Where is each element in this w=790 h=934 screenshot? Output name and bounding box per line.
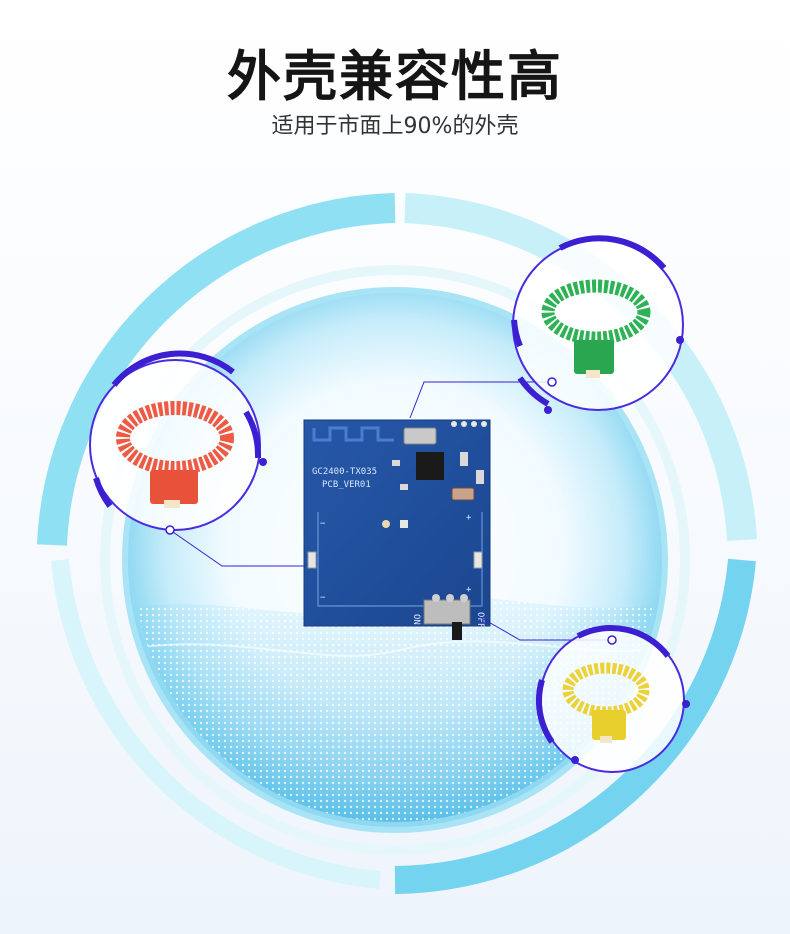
green-shell-image: [541, 279, 651, 378]
callout-red-shell: [89, 350, 267, 535]
power-switch: [423, 599, 471, 625]
page-subtitle: 适用于市面上90%的外壳: [271, 114, 519, 139]
switch-off-label: OFF: [475, 612, 485, 628]
board-model-label: GC2400-TX035: [312, 467, 377, 477]
crystal-component: [403, 427, 437, 445]
svg-text:−: −: [320, 593, 326, 603]
board-version-label: PCB_VER01: [322, 480, 371, 490]
callout-green-shell: [511, 235, 684, 414]
svg-text:+: +: [466, 585, 472, 595]
yellow-shell-image: [562, 662, 650, 743]
wave-field: [133, 597, 657, 822]
chip-component: [416, 452, 444, 480]
pcb-board: GC2400-TX035 PCB_VER01 − + − + ON OFF: [303, 419, 491, 640]
globe-halo: [100, 265, 690, 855]
svg-text:+: +: [466, 513, 472, 523]
switch-on-label: ON: [411, 614, 421, 625]
page-title: 外壳兼容性高: [227, 45, 563, 108]
red-shell-image: [116, 401, 234, 508]
outer-ring: [37, 193, 757, 894]
svg-text:−: −: [320, 519, 326, 529]
callout-yellow-shell: [535, 624, 690, 773]
